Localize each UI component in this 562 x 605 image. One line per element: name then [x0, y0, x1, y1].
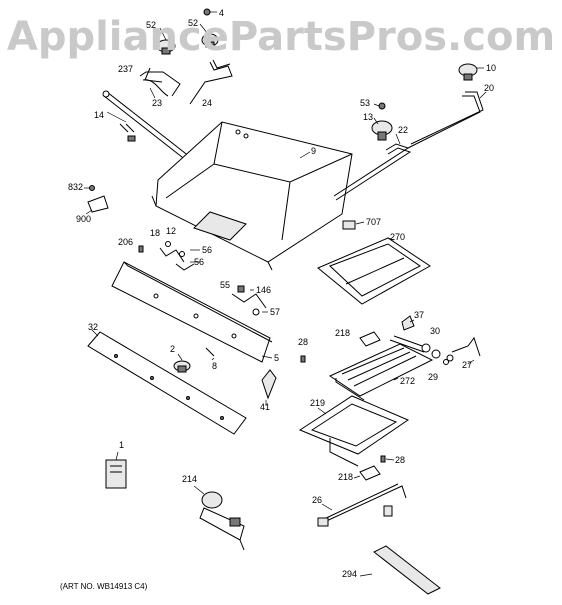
callout-label: 237	[118, 64, 133, 74]
callout-label: 26	[312, 495, 322, 505]
callout-label: 10	[486, 63, 496, 73]
part-14-manifold[interactable]	[102, 71, 200, 169]
callout-label: 12	[166, 226, 176, 236]
part-27-29[interactable]	[443, 336, 481, 365]
callout-label: 56	[202, 245, 212, 255]
callout-label: 22	[398, 125, 408, 135]
callout-label: 24	[202, 98, 212, 108]
callout-label: 1	[119, 440, 124, 450]
part-214-valve[interactable]	[193, 485, 245, 551]
callout-label: 146	[256, 285, 271, 295]
callout-label: 56	[194, 257, 204, 267]
callout-label: 53	[360, 98, 370, 108]
callout-label: 55	[220, 280, 230, 290]
callout-label: 41	[260, 402, 270, 412]
callout-label: 23	[152, 98, 162, 108]
callout-label: 28	[395, 455, 405, 465]
callout-label: 832	[68, 182, 83, 192]
part-18-12-56[interactable]	[159, 241, 200, 271]
part-294-strip[interactable]	[359, 545, 441, 595]
callout-label: 2	[170, 344, 175, 354]
watermark: AppliancePartsPros.com	[6, 14, 556, 60]
callout-label: 218	[338, 472, 353, 482]
part-26-bake-tube[interactable]	[317, 483, 407, 527]
part-4[interactable]	[203, 8, 217, 16]
part-1-literature[interactable]	[105, 451, 127, 489]
callout-label: 707	[366, 217, 381, 227]
callout-label: 14	[94, 110, 104, 120]
callout-label: 4	[219, 8, 224, 18]
callout-label: 30	[430, 326, 440, 336]
callout-label: 9	[311, 146, 316, 156]
part-707[interactable]	[342, 220, 365, 230]
callout-label: 218	[335, 328, 350, 338]
callout-label: 5	[274, 353, 279, 363]
part-55-146-57[interactable]	[231, 285, 268, 316]
part-2-knob[interactable]	[173, 353, 191, 373]
callout-label: 52	[146, 20, 156, 30]
callout-label: 272	[400, 376, 415, 386]
callout-label: 294	[342, 569, 357, 579]
part-13[interactable]	[371, 102, 393, 141]
part-218-37-30[interactable]	[359, 315, 441, 359]
part-41-cover[interactable]	[261, 369, 277, 406]
callout-label: 18	[150, 228, 160, 238]
part-22[interactable]	[333, 133, 412, 201]
part-28-lower[interactable]	[380, 455, 395, 463]
part-218-lower[interactable]	[353, 465, 381, 481]
part-52-right[interactable]	[199, 23, 219, 48]
part-219-baffle[interactable]	[298, 395, 410, 467]
callout-label: 27	[462, 360, 472, 370]
callout-label: 57	[270, 307, 280, 317]
callout-label: 37	[414, 310, 424, 320]
callout-label: 270	[390, 232, 405, 242]
callout-label: 219	[310, 398, 325, 408]
part-900-bracket[interactable]	[84, 185, 109, 215]
part-20[interactable]	[407, 91, 487, 149]
part-52-left[interactable]	[156, 27, 176, 55]
callout-labels: 52 4 52 237 23 24 14 10 20 53 13 22 9 83…	[68, 8, 496, 579]
part-28-upper[interactable]	[300, 355, 306, 363]
part-272-oven-burner[interactable]	[328, 343, 434, 401]
callout-label: 20	[484, 83, 494, 93]
part-270-shield[interactable]	[317, 237, 431, 305]
callout-label: 900	[76, 214, 91, 224]
part-9-burner-box[interactable]	[151, 121, 353, 271]
callout-label: 214	[182, 474, 197, 484]
part-10[interactable]	[458, 63, 484, 81]
part-206[interactable]	[138, 245, 144, 253]
part-32-trim[interactable]	[87, 329, 247, 435]
callout-label: 13	[363, 112, 373, 122]
art-number: (ART NO. WB14913 C4)	[60, 582, 148, 591]
part-8[interactable]	[205, 347, 215, 361]
callout-label: 28	[298, 337, 308, 347]
callout-label: 32	[88, 322, 98, 332]
callout-label: 8	[212, 361, 217, 371]
part-5-manifold-panel[interactable]	[111, 261, 273, 363]
callout-label: 52	[188, 18, 198, 28]
callout-label: 206	[118, 237, 133, 247]
callout-label: 29	[428, 372, 438, 382]
part-24[interactable]	[189, 59, 233, 105]
